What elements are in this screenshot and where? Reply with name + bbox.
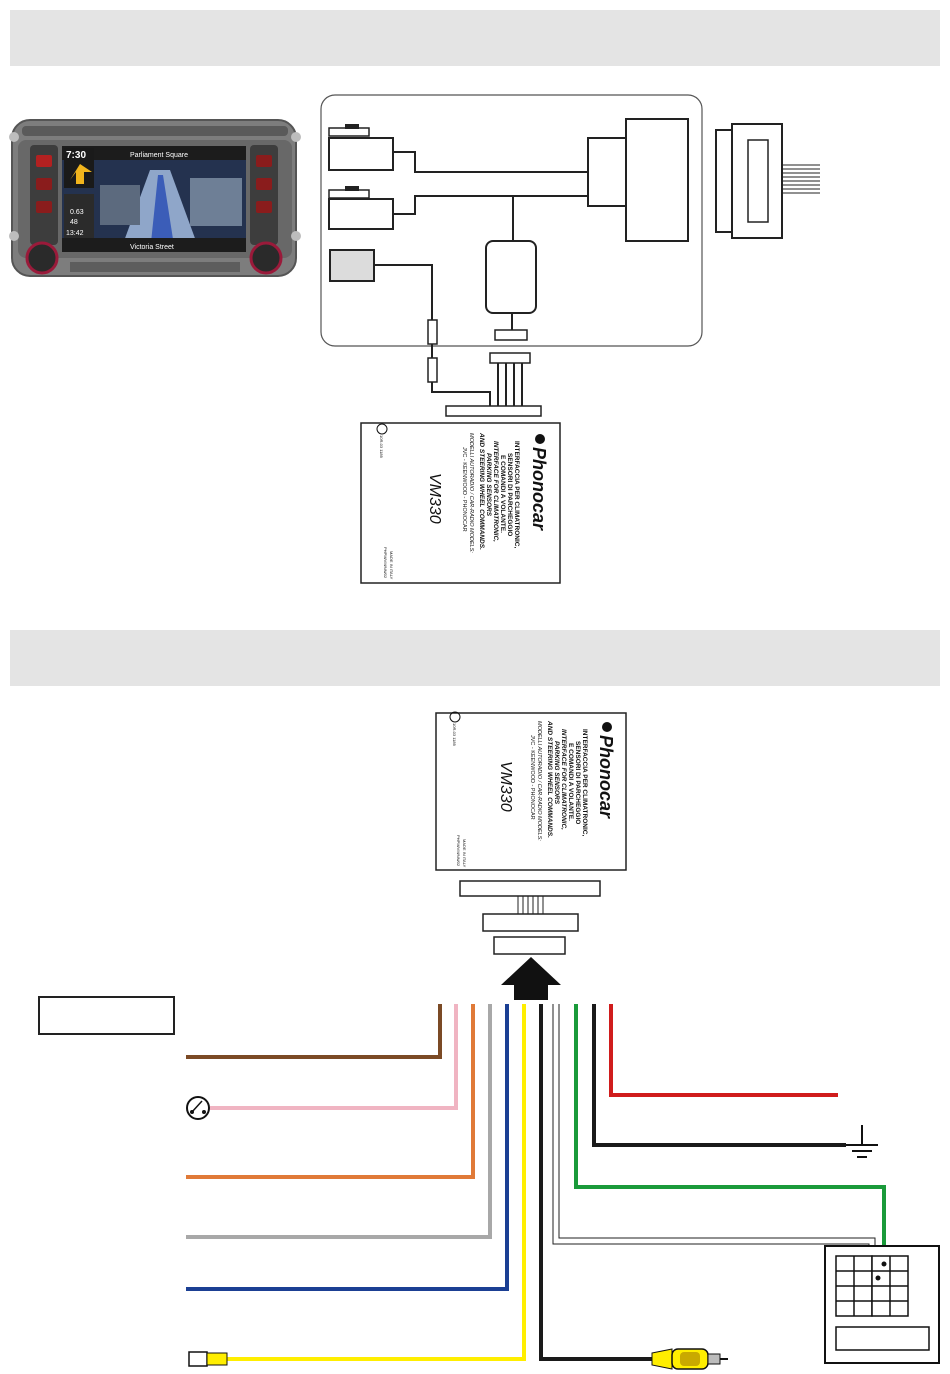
wire-grey bbox=[186, 1004, 492, 1239]
ce-mark-icon bbox=[376, 423, 388, 435]
main-plug bbox=[625, 118, 689, 242]
unit2-label-line-1: SENSORI DI PARCHEGGIO bbox=[574, 741, 581, 824]
wire-black-rca bbox=[539, 1004, 652, 1361]
ce-mark-icon bbox=[449, 711, 461, 723]
wire-yellow bbox=[226, 1004, 526, 1361]
knob-left bbox=[25, 241, 59, 275]
unit-label-line-0: INTERFACCIA PER CLIMATRONIC, bbox=[513, 441, 520, 548]
unit2-label-line-3: INTERFACE FOR CLIMATRONIC, bbox=[560, 729, 567, 830]
interface-unit-bottom: Phonocar INTERFACCIA PER CLIMATRONIC, SE… bbox=[435, 711, 627, 1000]
header-band-bottom bbox=[10, 630, 940, 686]
radio-clock: 13:42 bbox=[66, 230, 84, 237]
made-in-bottom: MADE IN ITALY bbox=[462, 839, 467, 868]
interface-unit-top: Phonocar INTERFACCIA PER CLIMATRONIC, SE… bbox=[360, 422, 561, 584]
wire-green bbox=[574, 1004, 886, 1262]
unit2-label-line-7: JVC - KEENWOOD - PHONOCAR bbox=[529, 735, 535, 820]
harness-panel bbox=[320, 94, 703, 417]
wire-orange bbox=[186, 1004, 475, 1179]
legend-box bbox=[38, 996, 175, 1035]
knob-right bbox=[249, 241, 283, 275]
unit-label-line-1: SENSORI DI PARCHEGGIO bbox=[506, 453, 513, 536]
unit2-label-line-4: PARKING SENSORS bbox=[553, 741, 560, 805]
center-module bbox=[485, 240, 537, 314]
car-connector-right bbox=[715, 123, 820, 239]
brand-name-top: Phonocar bbox=[529, 447, 549, 531]
radio-time: 7:30 bbox=[66, 150, 86, 161]
unit-label-line-6: MODELLI AUTORADIO / CAR-RADIO MODELS: bbox=[468, 433, 474, 553]
ce-code-top: 10R-03 1189 bbox=[379, 435, 384, 459]
radio-dist2: 48 bbox=[70, 219, 78, 226]
connector-grey bbox=[329, 249, 375, 282]
arrow-up-icon bbox=[501, 957, 561, 1000]
car-radio-image: 7:30 Parliament Square Victoria Street 0… bbox=[9, 119, 301, 277]
header-band-top bbox=[10, 10, 940, 66]
model-name-top: VM330 bbox=[426, 473, 443, 524]
unit2-label-line-0: INTERFACCIA PER CLIMATRONIC, bbox=[581, 729, 588, 836]
unit2-label-line-2: E COMANDI A VOLANTE. bbox=[567, 743, 574, 821]
ground-icon bbox=[846, 1125, 878, 1158]
wire-bundle bbox=[186, 1004, 886, 1361]
radio-street-bottom: Victoria Street bbox=[130, 244, 174, 251]
part-code-bottom: PHPM/VM/NN/02 bbox=[456, 835, 461, 867]
car-socket-box bbox=[824, 1245, 940, 1364]
unit-label-line-3: INTERFACE FOR CLIMATRONIC, bbox=[492, 441, 499, 542]
ce-code-bottom: 10R-03 1189 bbox=[452, 723, 457, 747]
unit-label-line-5: AND STEERING WHEEL COMMANDS. bbox=[478, 432, 485, 550]
wire-blue bbox=[186, 1004, 509, 1291]
wire-black-ground bbox=[592, 1004, 846, 1147]
unit2-label-line-6: MODELLI AUTORADIO / CAR-RADIO MODELS: bbox=[536, 721, 542, 841]
unit2-label-line-5: AND STEERING WHEEL COMMANDS. bbox=[546, 720, 553, 838]
connector-quadlock-2 bbox=[328, 198, 394, 230]
brand-logo-icon bbox=[602, 722, 612, 732]
radio-dist1: 0.63 bbox=[70, 209, 84, 216]
model-name-bottom: VM330 bbox=[497, 761, 514, 812]
yellow-wire-connector bbox=[188, 1351, 208, 1367]
unit-label-line-7: JVC - KEENWOOD - PHONOCAR bbox=[461, 447, 467, 532]
connector-quadlock-1 bbox=[328, 137, 394, 171]
brand-logo-icon bbox=[535, 434, 545, 444]
brand-name-bottom: Phonocar bbox=[596, 735, 616, 819]
part-code-top: PHPM/VM/NN/02 bbox=[383, 547, 388, 579]
made-in-top: MADE IN ITALY bbox=[389, 551, 394, 580]
wire-pink bbox=[210, 1004, 458, 1110]
rca-connector-icon bbox=[651, 1348, 728, 1370]
wire-red bbox=[609, 1004, 838, 1097]
switch-icon bbox=[186, 1096, 210, 1120]
unit-label-line-4: PARKING SENSORS bbox=[485, 453, 492, 517]
wire-brown bbox=[186, 1004, 442, 1059]
unit-label-line-2: E COMANDI A VOLANTE. bbox=[499, 455, 506, 533]
wire-white-1 bbox=[554, 1004, 878, 1274]
radio-street-top: Parliament Square bbox=[130, 152, 188, 159]
